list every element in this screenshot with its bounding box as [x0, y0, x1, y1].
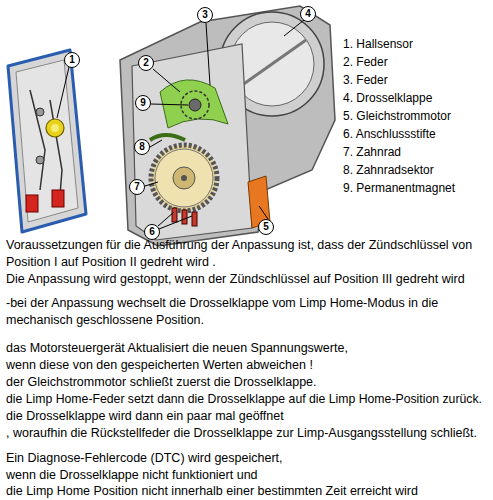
leader-line — [145, 182, 158, 186]
note-line: -bei der Anpassung wechselt die Drosselk… — [6, 296, 438, 310]
sensor-wire — [30, 90, 62, 195]
note-line-holder: -bei der Anpassung wechselt die Drosselk… — [6, 296, 438, 310]
permanent-magnet — [189, 99, 201, 111]
pin — [192, 212, 197, 226]
connector — [52, 190, 64, 207]
callout-circle: 8 — [134, 139, 150, 155]
pin — [182, 210, 187, 224]
note-line-holder: Ein Diagnose-Fehlercode (DTC) wird gespe… — [6, 451, 283, 465]
callout-number: 1 — [69, 55, 75, 65]
cover-inner — [16, 60, 78, 222]
note-line-holder: das Motorsteuergerät Aktualisiert die ne… — [6, 341, 348, 355]
note-line-holder: , woraufhin die Rückstellfeder die Dross… — [6, 426, 477, 440]
part-list-item-holder: 6. Anschlussstifte — [343, 128, 436, 142]
part-list-item: 9. Permanentmagnet — [343, 181, 455, 195]
hall-sensor-center — [51, 124, 59, 132]
part-list-item-holder: 7. Zahnrad — [343, 146, 401, 160]
part-list-item-holder: 1. Hallsensor — [343, 38, 413, 52]
callout-circle: 6 — [144, 224, 160, 240]
part-list-item: 8. Zahnradsektor — [343, 163, 434, 177]
note-line: Die Anpassung wird gestoppt, wenn der Zü… — [6, 272, 465, 286]
leader-line — [159, 216, 192, 229]
callout-number: 4 — [305, 9, 311, 19]
note-line: der Gleichstrommotor schließt zuerst die… — [6, 375, 317, 389]
leader-lines — [57, 20, 304, 229]
gear — [155, 149, 213, 207]
sensor-cover — [8, 50, 86, 232]
callout-number: 5 — [263, 222, 269, 232]
note-line: wenn diese von den gespeicherten Werten … — [6, 358, 313, 372]
note-line: die Limp Home-Feder setzt dann die Dross… — [6, 392, 482, 406]
leader-line — [151, 104, 188, 105]
callout-number: 7 — [134, 182, 140, 192]
note-line: die Drosselklappe wird dann ein paar mal… — [6, 409, 284, 423]
callout-number: 6 — [149, 227, 155, 237]
leader-line — [57, 67, 69, 118]
part-list-item-holder: 9. Permanentmagnet — [343, 182, 455, 196]
callout-circle: 5 — [258, 219, 274, 235]
callout-circle: 2 — [138, 55, 154, 71]
part-list-item: 4. Drosselklappe — [343, 91, 432, 105]
gear-teeth — [151, 145, 217, 211]
leader-line — [206, 23, 210, 85]
callout-circle: 3 — [197, 7, 213, 23]
note-line: wenn die Drosselklappe nicht funktionier… — [6, 468, 258, 482]
note-line: Ein Diagnose-Fehlercode (DTC) wird gespe… — [6, 451, 283, 465]
gear-sector — [160, 80, 228, 128]
note-line-holder: die Drosselklappe wird dann ein paar mal… — [6, 409, 284, 423]
screw — [36, 108, 44, 116]
part-list-item: 2. Feder — [343, 55, 388, 69]
note-line-holder: wenn diese von den gespeicherten Werten … — [6, 358, 313, 372]
note-line: die Limp Home Position nicht innerhalb e… — [6, 484, 418, 498]
housing — [120, 6, 335, 246]
leader-line — [150, 140, 162, 147]
leader-line — [153, 69, 180, 92]
callout-circle: 1 — [64, 52, 80, 68]
screw — [36, 156, 44, 164]
callout-number: 2 — [143, 58, 149, 68]
note-line-holder: Die Anpassung wird gestoppt, wenn der Zü… — [6, 272, 465, 286]
pin — [172, 208, 177, 222]
part-list-item-holder: 4. Drosselklappe — [343, 92, 432, 106]
part-list-item: 7. Zahnrad — [343, 145, 401, 159]
part-list-item: 6. Anschlussstifte — [343, 127, 436, 141]
note-line-holder: Voraussetzungen für die Ausführung der A… — [6, 238, 472, 252]
note-line: Voraussetzungen für die Ausführung der A… — [6, 238, 472, 252]
callout-circle: 4 — [300, 6, 316, 22]
note-line: , woraufhin die Rückstellfeder die Dross… — [6, 426, 477, 440]
part-list-item-holder: 8. Zahnradsektor — [343, 164, 434, 178]
note-line-holder: mechanisch geschlossene Position. — [6, 313, 204, 327]
note-line-holder: der Gleichstrommotor schließt zuerst die… — [6, 375, 317, 389]
gear-hub — [173, 167, 195, 189]
note-line: mechanisch geschlossene Position. — [6, 313, 204, 327]
throttle-plate — [238, 40, 306, 88]
leader-line — [259, 206, 268, 219]
callout-circle: 7 — [129, 179, 145, 195]
part-list-item-holder: 5. Gleichstrommotor — [343, 110, 451, 124]
gear-cover-plate — [132, 44, 252, 240]
sector-teeth — [150, 135, 185, 140]
note-line-holder: wenn die Drosselklappe nicht funktionier… — [6, 468, 258, 482]
hall-sensor — [46, 119, 64, 137]
note-line: das Motorsteuergerät Aktualisiert die ne… — [6, 341, 348, 355]
gear-axle — [181, 175, 187, 181]
connector — [26, 195, 38, 212]
part-list-item-holder: 3. Feder — [343, 74, 388, 88]
note-line-holder: Position I auf Position II gedreht wird … — [6, 255, 216, 269]
part-list-item: 1. Hallsensor — [343, 37, 413, 51]
note-line-holder: die Limp Home-Feder setzt dann die Dross… — [6, 392, 482, 406]
callout-circle: 9 — [135, 95, 151, 111]
callout-number: 8 — [139, 142, 145, 152]
callout-number: 3 — [202, 10, 208, 20]
leader-line — [284, 20, 304, 36]
part-list-item: 5. Gleichstrommotor — [343, 109, 451, 123]
callout-number: 9 — [140, 98, 146, 108]
part-list-item-holder: 2. Feder — [343, 56, 388, 70]
note-line-holder: die Limp Home Position nicht innerhalb e… — [6, 484, 418, 498]
part-list-item: 3. Feder — [343, 73, 388, 87]
note-line: Position I auf Position II gedreht wird … — [6, 255, 216, 269]
